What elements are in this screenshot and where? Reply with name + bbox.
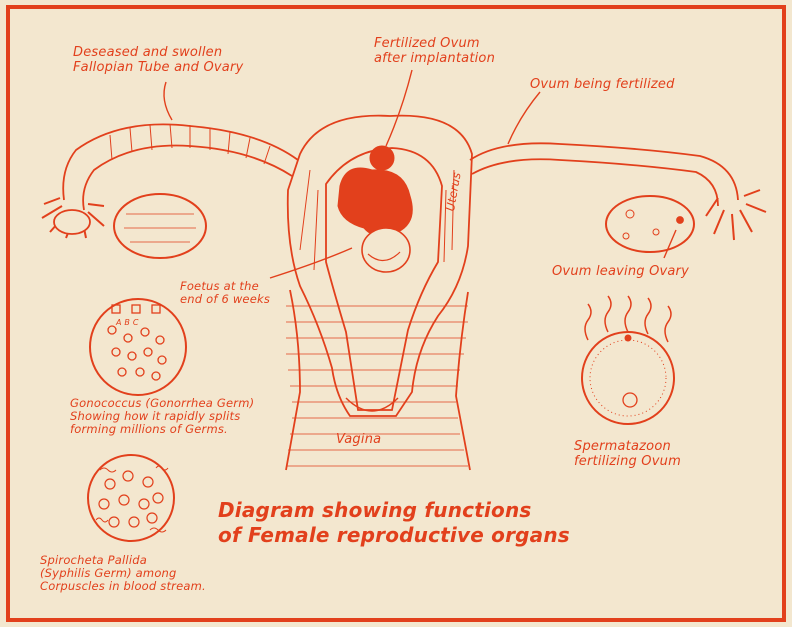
diagram-title: Diagram showing functions of Female repr… [218,498,570,548]
gonococcus-circle [89,298,187,396]
foetus-and-ovum [337,145,413,273]
spirochete-circle [87,454,175,542]
title-line: of Female reproductive organs [218,523,570,547]
label-line: forming millions of Germs. [70,422,228,436]
label-line: Spirocheta Pallida [40,553,147,567]
label-line: Corpuscles in blood stream. [40,579,206,593]
label-line: Ovum being fertilized [530,77,675,92]
label-line: Gonococcus (Gonorrhea Germ) [70,396,255,410]
outer-border [6,5,786,622]
label-line: end of 6 weeks [180,292,271,306]
label-line: after implantation [374,51,496,66]
label-ovum-leaving-ovary: Ovum leaving Ovary [552,264,689,279]
spermatozoon-circle [581,295,675,425]
left-fallopian-tube [41,123,299,259]
label-line: Foetus at the [180,279,259,293]
label-line: (Syphilis Germ) among [40,566,177,580]
label-line: Vagina [336,432,382,447]
label-vagina: Vagina [336,432,381,447]
label-diseased-fallopian: Deseased and swollen Fallopian Tube and … [73,45,243,75]
label-foetus-six-weeks: Foetus at the end of 6 weeks [180,280,270,306]
label-line: A B C [116,318,139,327]
label-line: Fallopian Tube and Ovary [73,60,244,75]
label-spirocheta: Spirocheta Pallida (Syphilis Germ) among… [40,554,206,593]
right-fallopian-tube [469,142,767,253]
label-fertilized-ovum-implantation: Fertilized Ovum after implantation [374,36,495,66]
label-gonococcus: Gonococcus (Gonorrhea Germ) Showing how … [70,397,254,436]
title-line: Diagram showing functions [218,498,532,522]
label-spermatozoon: Spermatazoon fertilizing Ovum [574,439,681,469]
label-abc: A B C [116,318,139,327]
label-ovum-being-fertilized: Ovum being fertilized [530,77,675,92]
leader-lines [163,69,677,279]
label-line: Ovum leaving Ovary [552,264,689,279]
label-line: fertilizing Ovum [574,454,681,469]
label-line: Spermatazoon [574,439,671,454]
label-line: Fertilized Ovum [374,36,480,51]
label-line: Showing how it rapidly splits [70,409,241,423]
label-line: Deseased and swollen [73,45,223,60]
